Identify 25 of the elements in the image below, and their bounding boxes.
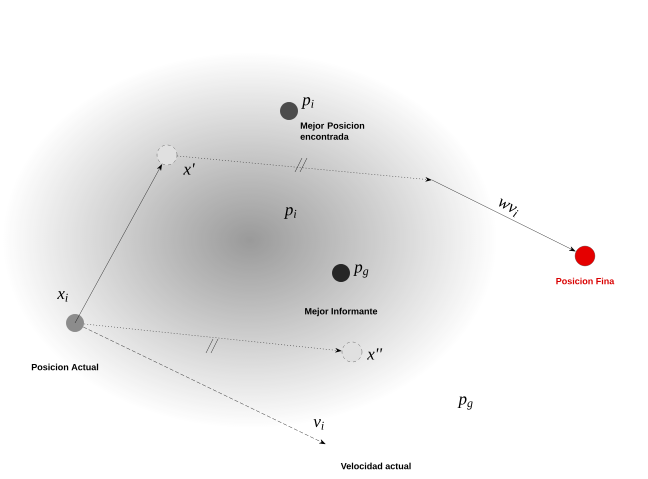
point-label: x$_{i}$	[57, 291, 68, 302]
caption-text: Posicion Fina	[556, 278, 614, 284]
point-label: x'	[183, 163, 195, 175]
point-circle	[332, 264, 350, 282]
arrow	[176, 156, 432, 182]
caption-text: Mejor Informante	[305, 308, 378, 316]
arrow	[74, 164, 162, 324]
arrow	[84, 324, 342, 353]
point-circle	[574, 246, 596, 266]
math-label: p$_{i}$	[284, 207, 296, 219]
point-label: p$_{g}$	[353, 264, 368, 278]
point-circle	[280, 102, 298, 120]
caption-text: Velocidad actual	[340, 462, 411, 470]
point-circle	[342, 342, 362, 362]
caption-text: Posicion Actual	[32, 364, 98, 370]
arrow	[83, 326, 326, 444]
point-circle	[156, 144, 178, 166]
caption-text: Mejor Posicion encontrada	[300, 122, 364, 140]
point-label: x''	[367, 348, 382, 360]
vector-label: v$_{i}$	[314, 419, 324, 430]
point-circle	[66, 314, 84, 332]
math-label: p$_{g}$	[458, 396, 473, 410]
point-label: p$_{i}$	[301, 97, 314, 109]
edge-label: wv$_{i}$	[499, 198, 518, 218]
arrow	[432, 180, 576, 252]
